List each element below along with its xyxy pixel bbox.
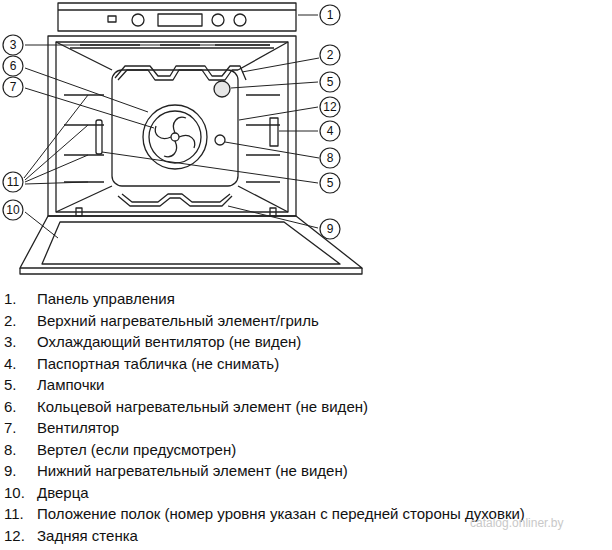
part-name: Верхний нагревательный элемент/гриль (37, 312, 319, 330)
part-name: Дверца (37, 484, 89, 502)
list-number: 12. (4, 527, 25, 545)
callout-circle: 8 (319, 147, 341, 169)
watermark: catalog.onliner.by (470, 514, 563, 532)
part-name: Панель управления (37, 290, 175, 308)
callout-number: 11 (2, 171, 24, 193)
callout-circle: 1 (319, 4, 341, 26)
part-name: Задняя стенка (37, 527, 138, 545)
callout-circle: 7 (2, 76, 24, 98)
callout-circle: 6 (2, 55, 24, 77)
callout-number: 9 (319, 218, 341, 240)
grill-element (115, 66, 246, 80)
callout-number: 8 (319, 147, 341, 169)
leader-lines (24, 15, 319, 238)
callout-number: 7 (2, 76, 24, 98)
list-number: 5. (4, 376, 17, 394)
door (20, 216, 362, 268)
callout-number: 4 (319, 120, 341, 142)
callout-circle: 5 (319, 71, 341, 93)
callout-circle: 2 (319, 44, 341, 66)
callout-circle: 9 (319, 218, 341, 240)
callout-number: 6 (2, 55, 24, 77)
list-number: 8. (4, 441, 17, 459)
callout-number: 2 (319, 44, 341, 66)
part-name: Вентилятор (37, 419, 119, 437)
callout-number: 5 (319, 71, 341, 93)
list-number: 4. (4, 355, 17, 373)
list-number: 2. (4, 312, 17, 330)
callout-number: 5 (319, 172, 341, 194)
callout-number: 12 (319, 96, 341, 118)
callout-circle: 10 (2, 199, 24, 221)
callout-circle: 11 (2, 171, 24, 193)
list-number: 7. (4, 419, 17, 437)
list-number: 3. (4, 333, 17, 351)
part-name: Охлаждающий вентилятор (не виден) (37, 333, 301, 351)
oven-body (48, 36, 296, 216)
list-number: 9. (4, 462, 17, 480)
callout-number: 10 (2, 199, 24, 221)
part-name: Положение полок (номер уровня указан с п… (37, 505, 525, 523)
bottom-element (118, 196, 232, 206)
callout-circle: 4 (319, 120, 341, 142)
list-number: 10. (4, 484, 25, 502)
callout-circle: 3 (2, 34, 24, 56)
part-name: Нижний нагревательный элемент (не виден) (37, 462, 348, 480)
fan (155, 117, 194, 156)
part-name: Паспортная табличка (не снимать) (37, 355, 279, 373)
callout-circle: 5 (319, 172, 341, 194)
list-number: 6. (4, 398, 17, 416)
part-name: Вертел (если предусмотрен) (37, 441, 236, 459)
spit-socket (215, 135, 225, 145)
lamp (214, 81, 230, 97)
callout-number: 3 (2, 34, 24, 56)
control-panel (58, 3, 296, 31)
part-name: Кольцевой нагревательный элемент (не вид… (37, 398, 368, 416)
callout-number: 1 (319, 4, 341, 26)
list-number: 1. (4, 290, 17, 308)
callout-circle: 12 (319, 96, 341, 118)
nameplate (270, 118, 278, 146)
list-number: 11. (4, 505, 24, 523)
part-name: Лампочки (37, 376, 104, 394)
